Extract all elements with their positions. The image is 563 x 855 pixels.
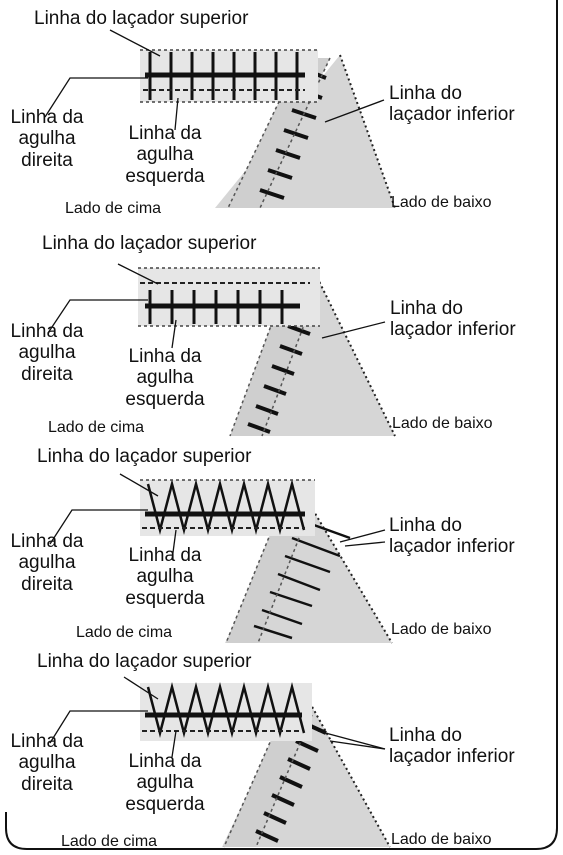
upper-looper-thread-label: Linha do laçador superior bbox=[37, 446, 252, 467]
top-side-label: Lado de cima bbox=[65, 200, 162, 217]
lower-looper-band bbox=[225, 509, 351, 644]
stitch-illustration bbox=[47, 263, 396, 437]
top-side-label: Lado de cima bbox=[76, 624, 173, 641]
stitch-band-top bbox=[140, 682, 312, 741]
leader-lines bbox=[49, 473, 386, 561]
bottom-side-label: Lado de baixo bbox=[391, 621, 492, 638]
upper-looper-thread-label: Linha do laçador superior bbox=[37, 651, 252, 672]
stitch-band-top bbox=[140, 479, 315, 536]
upper-looper-thread-label: Linha do laçador superior bbox=[42, 233, 257, 254]
lower-looper-band bbox=[223, 714, 327, 848]
stitch-illustration bbox=[49, 473, 393, 644]
bottom-side-label: Lado de baixo bbox=[391, 194, 492, 211]
stitch-illustration bbox=[49, 676, 391, 848]
stitch-band-top bbox=[140, 49, 318, 103]
top-side-label: Lado de cima bbox=[48, 419, 145, 436]
leader-lines bbox=[44, 29, 385, 131]
upper-looper-thread-label: Linha do laçador superior bbox=[34, 8, 249, 29]
stitch-illustration bbox=[44, 29, 396, 209]
stitch-band-top bbox=[138, 267, 320, 327]
top-side-label: Lado de cima bbox=[61, 833, 158, 850]
leader-lines bbox=[49, 676, 386, 758]
bottom-side-label: Lado de baixo bbox=[392, 415, 493, 432]
bottom-side-label: Lado de baixo bbox=[391, 831, 492, 848]
leader-lines bbox=[47, 263, 386, 349]
